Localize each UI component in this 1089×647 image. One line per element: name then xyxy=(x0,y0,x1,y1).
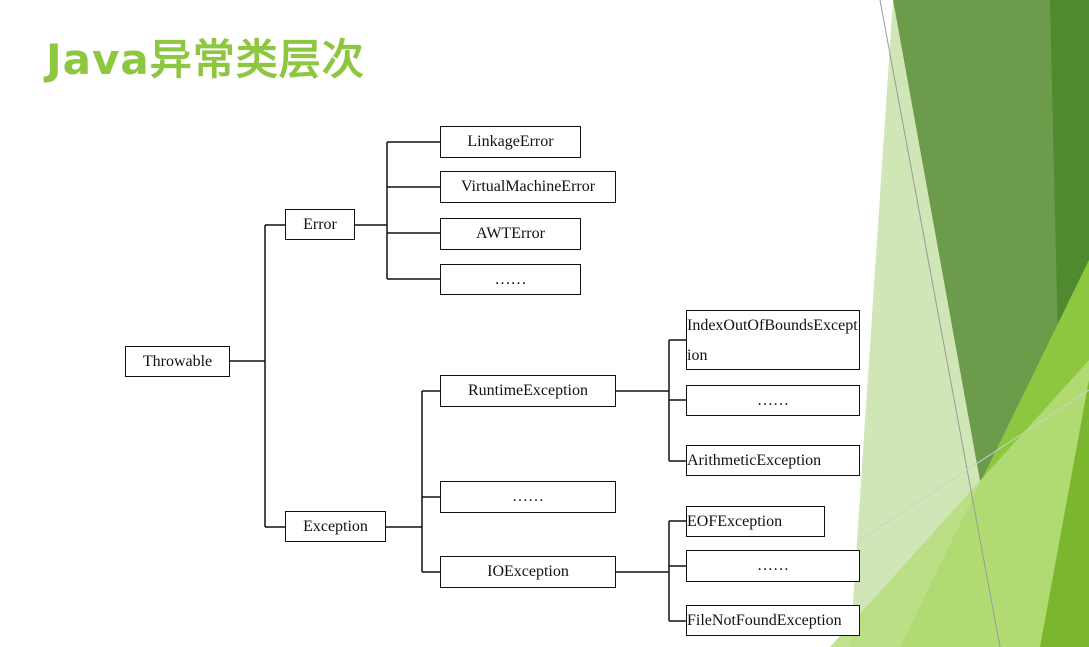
node-file-not-found-exception: FileNotFoundException xyxy=(686,605,860,636)
node-virtual-machine-error: VirtualMachineError xyxy=(440,171,616,203)
node-index-out-of-bounds-exception: IndexOutOfBoundsException xyxy=(686,310,860,370)
node-awt-error: AWTError xyxy=(440,218,581,250)
node-io-more: …… xyxy=(686,550,860,582)
node-runtime-exception: RuntimeException xyxy=(440,375,616,407)
node-error: Error xyxy=(285,209,355,240)
node-error-more: …… xyxy=(440,264,581,295)
node-io-exception: IOException xyxy=(440,556,616,588)
node-exception-more: …… xyxy=(440,481,616,513)
node-exception: Exception xyxy=(285,511,386,542)
node-throwable: Throwable xyxy=(125,346,230,377)
node-linkage-error: LinkageError xyxy=(440,126,581,158)
node-arithmetic-exception: ArithmeticException xyxy=(686,445,860,476)
slide-title: Java异常类层次 xyxy=(46,35,365,84)
node-runtime-more: …… xyxy=(686,385,860,416)
node-eof-exception: EOFException xyxy=(686,506,825,537)
